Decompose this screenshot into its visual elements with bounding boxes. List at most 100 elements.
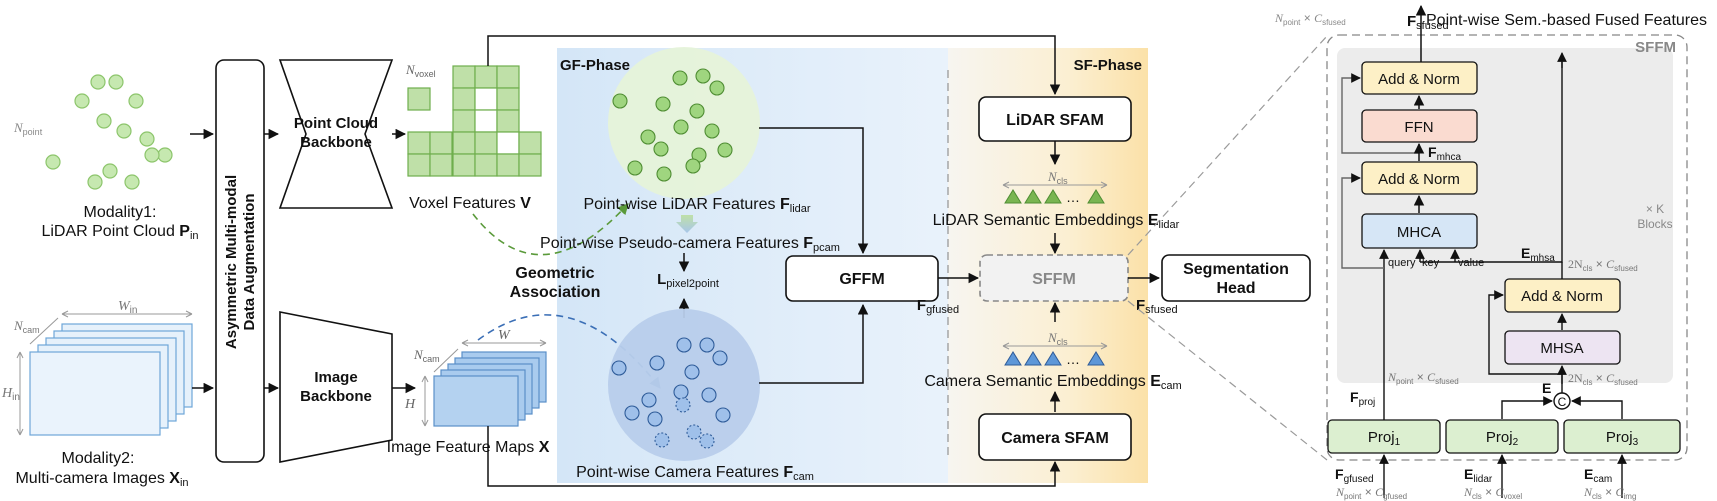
input1-dimension: Npoint × Cgfused [1335,485,1407,501]
sf-phase-title: SF-Phase [1074,57,1142,74]
f-gfused-label: Fgfused [917,297,959,316]
output-fused-features-sym: Fsfused [1407,13,1449,32]
modality1-caption-line2: LiDAR Point Cloud Pin [41,223,198,242]
input1-sym: Fgfused [1335,466,1374,485]
lidar-point-cloud [45,74,173,190]
feature-n-cam-label: Ncam [413,347,440,364]
proj3-label: Proj3 [1606,429,1639,448]
image-feature-map-stack [433,351,547,427]
input3-sym: Ecam [1584,466,1612,485]
feature-w-label: W [498,328,511,343]
e-mhsa-label: Emhsa [1521,245,1555,264]
mhca-box [1361,213,1478,249]
query-label: query [1388,257,1416,269]
augmentation-label: Asymmetric Multi-modalData Augmentation [223,175,258,349]
h-in-label: Hin [1,386,20,403]
modality2-caption-line2: Multi-camera Images Xin [15,470,188,489]
mhsa-box [1504,330,1621,365]
camera-sfam-label: Camera SFAM [1001,430,1109,447]
camera-sfam-box [978,413,1132,461]
proj2-box [1445,419,1559,454]
augmentation-box [215,59,265,463]
lidar-semantic-embeddings-caption: LiDAR Semantic Embeddings Elidar [933,212,1180,231]
f-sfused-label: Fsfused [1136,297,1178,316]
e-concat-label: E [1542,380,1551,396]
n-cam-label: Ncam [13,318,40,335]
add-norm-top-label: Add & Norm [1378,71,1460,88]
f-mhca-label: Fmhca [1428,144,1461,163]
add-norm-top-box [1361,61,1478,95]
camera-feature-cloud [608,309,760,461]
sffm-label: SFFM [1032,271,1076,288]
n-voxel-label: Nvoxel [405,62,436,79]
segmentation-head-box [1161,254,1311,302]
lidar-ncls-label: Ncls [1047,169,1068,186]
proj1-label: Proj1 [1368,429,1401,448]
add-norm-right-label: Add & Norm [1521,288,1603,305]
modality2-caption-line1: Modality2: [62,450,135,467]
camera-embedding-dots: … [1066,351,1080,367]
voxel-to-lidar-sfam-line [487,35,1061,96]
ffn-label: FFN [1404,119,1433,136]
camera-feature-points-dashed [654,397,715,449]
e-mhsa-dimension: 2Ncls × Csfused [1568,257,1638,273]
camera-embedding-triangles [1004,351,1105,366]
blocks-label: Blocks [1637,217,1672,231]
geometric-association-arrow-green [472,203,629,256]
point-cloud-backbone-shape [278,59,394,209]
pseudo-camera-arrow [676,215,698,233]
output-dimension-label: Npoint × Csfused [1274,11,1346,27]
image-to-camera-sfam-line [487,426,1061,487]
lidar-embedding-triangles [1004,189,1105,204]
feature-h-label: H [404,397,416,412]
n-point-label: Npoint [13,120,43,137]
voxel-grid [407,65,542,177]
image-backbone-shape [279,311,393,463]
lidar-feature-points [612,68,733,182]
loss-label: Lpixel2point [657,271,719,290]
w-in-label: Win [118,299,137,316]
modality1-caption-line1: Modality1: [84,204,157,221]
add-norm-middle-label: Add & Norm [1378,171,1460,188]
gffm-label: GFFM [839,271,884,288]
add-norm-middle-box [1361,161,1478,195]
camera-ncls-dim [1002,342,1108,350]
camera-semantic-embeddings-caption: Camera Semantic Embeddings Ecam [924,373,1181,392]
mhsa-input-dimension: 2Ncls × Csfused [1568,371,1638,387]
gf-phase-title: GF-Phase [560,57,630,74]
camera-features-caption: Point-wise Camera Features Fcam [576,464,814,483]
times-k-label: × K [1646,202,1664,216]
lidar-features-caption: Point-wise LiDAR Features Flidar [583,196,810,215]
input2-sym: Elidar [1464,466,1493,485]
proj3-box [1563,419,1681,454]
key-label: key [1422,257,1440,269]
camera-ncls-label: Ncls [1047,330,1068,347]
feature-map-dimension-lines [421,339,547,427]
proj-dimension: Npoint × Csfused [1387,370,1459,386]
f-proj-label: Fproj [1350,389,1375,408]
lidar-sfam-label: LiDAR SFAM [1006,112,1104,129]
input3-dimension: Ncls × Cimg [1583,485,1636,501]
image-feature-maps-caption: Image Feature Maps X [387,439,550,456]
camera-dimension-lines [16,310,193,436]
mhca-label: MHCA [1397,224,1441,241]
proj2-label: Proj2 [1486,429,1519,448]
pseudo-camera-features-caption: Point-wise Pseudo-camera Features Fpcam [540,235,840,254]
value-label: value [1458,257,1484,269]
voxel-features-caption: Voxel Features V [409,195,531,212]
concat-label: C [1558,395,1567,409]
camera-feature-points [611,337,731,427]
proj1-box [1327,419,1441,454]
input2-dimension: Ncls × Cvoxel [1463,485,1522,501]
ffn-box [1361,109,1478,143]
sffm-detail-title: SFFM [1635,39,1676,56]
output-fused-features-label: Point-wise Sem.-based Fused Features [1426,12,1707,29]
mhsa-label: MHSA [1540,340,1583,357]
geometric-association-arrow-blue [477,314,661,389]
multi-camera-image-stack [29,323,193,436]
